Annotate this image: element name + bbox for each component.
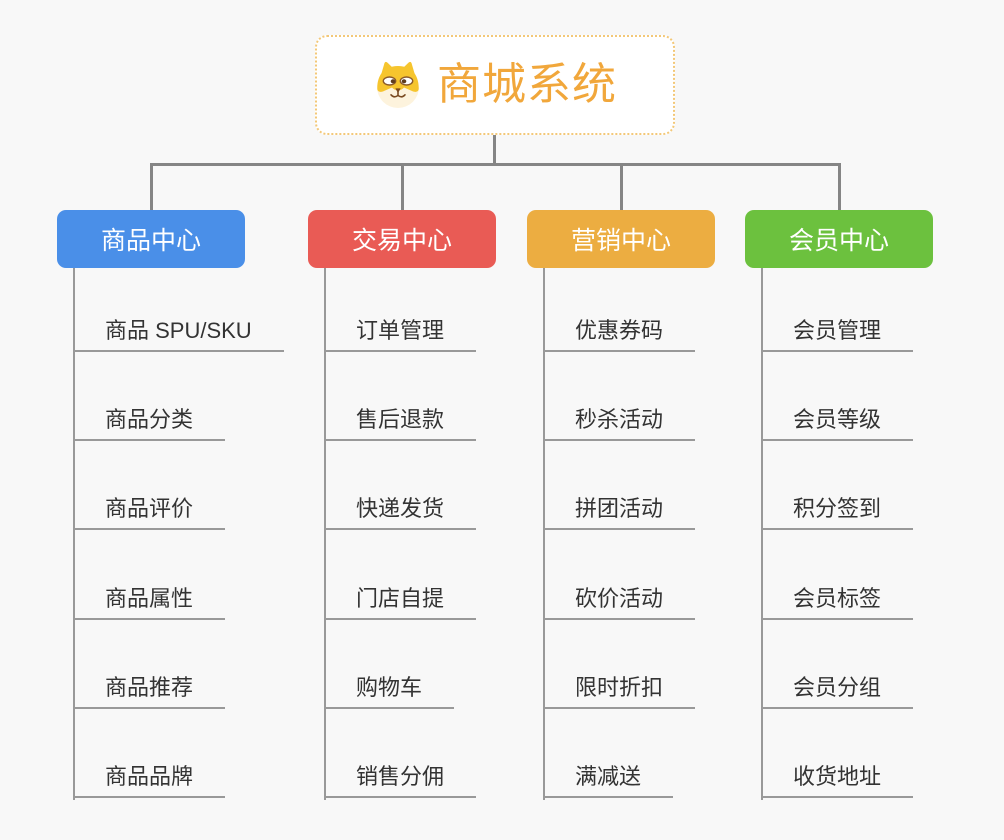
child-node[interactable]: 商品 SPU/SKU <box>73 312 284 352</box>
child-node[interactable]: 满减送 <box>543 758 674 798</box>
child-node[interactable]: 优惠券码 <box>543 312 696 352</box>
connector-horizontal-bar <box>150 163 841 166</box>
child-node[interactable]: 拼团活动 <box>543 490 696 530</box>
connector-drop-member <box>838 163 841 211</box>
child-node[interactable]: 商品品牌 <box>73 758 226 798</box>
branch-header-goods[interactable]: 商品中心 <box>57 210 245 268</box>
child-node[interactable]: 售后退款 <box>324 401 477 441</box>
root-title: 商城系统 <box>437 60 617 109</box>
child-node[interactable]: 商品属性 <box>73 580 226 620</box>
child-node[interactable]: 会员管理 <box>761 312 914 352</box>
connector-drop-marketing <box>620 163 623 211</box>
child-node[interactable]: 销售分佣 <box>324 758 477 798</box>
child-node[interactable]: 商品分类 <box>73 401 226 441</box>
dog-face-icon <box>373 60 423 110</box>
child-node[interactable]: 会员分组 <box>761 669 914 709</box>
child-node[interactable]: 积分签到 <box>761 490 914 530</box>
child-node[interactable]: 会员标签 <box>761 580 914 620</box>
root-node[interactable]: 商城系统 <box>315 35 675 135</box>
branch-header-member[interactable]: 会员中心 <box>745 210 933 268</box>
branch-trunk-marketing <box>543 268 545 800</box>
child-node[interactable]: 快递发货 <box>324 490 477 530</box>
child-node[interactable]: 砍价活动 <box>543 580 696 620</box>
child-node[interactable]: 商品推荐 <box>73 669 226 709</box>
connector-drop-trade <box>401 163 404 211</box>
child-node[interactable]: 订单管理 <box>324 312 477 352</box>
child-node[interactable]: 会员等级 <box>761 401 914 441</box>
branch-header-trade[interactable]: 交易中心 <box>308 210 496 268</box>
branch-trunk-goods <box>73 268 75 800</box>
connector-drop-goods <box>150 163 153 211</box>
child-node[interactable]: 限时折扣 <box>543 669 696 709</box>
child-node[interactable]: 门店自提 <box>324 580 477 620</box>
connector-root-stub <box>493 130 496 164</box>
branch-trunk-trade <box>324 268 326 800</box>
child-node[interactable]: 购物车 <box>324 669 455 709</box>
child-node[interactable]: 商品评价 <box>73 490 226 530</box>
child-node[interactable]: 收货地址 <box>761 758 914 798</box>
branch-header-marketing[interactable]: 营销中心 <box>527 210 715 268</box>
branch-trunk-member <box>761 268 763 800</box>
child-node[interactable]: 秒杀活动 <box>543 401 696 441</box>
